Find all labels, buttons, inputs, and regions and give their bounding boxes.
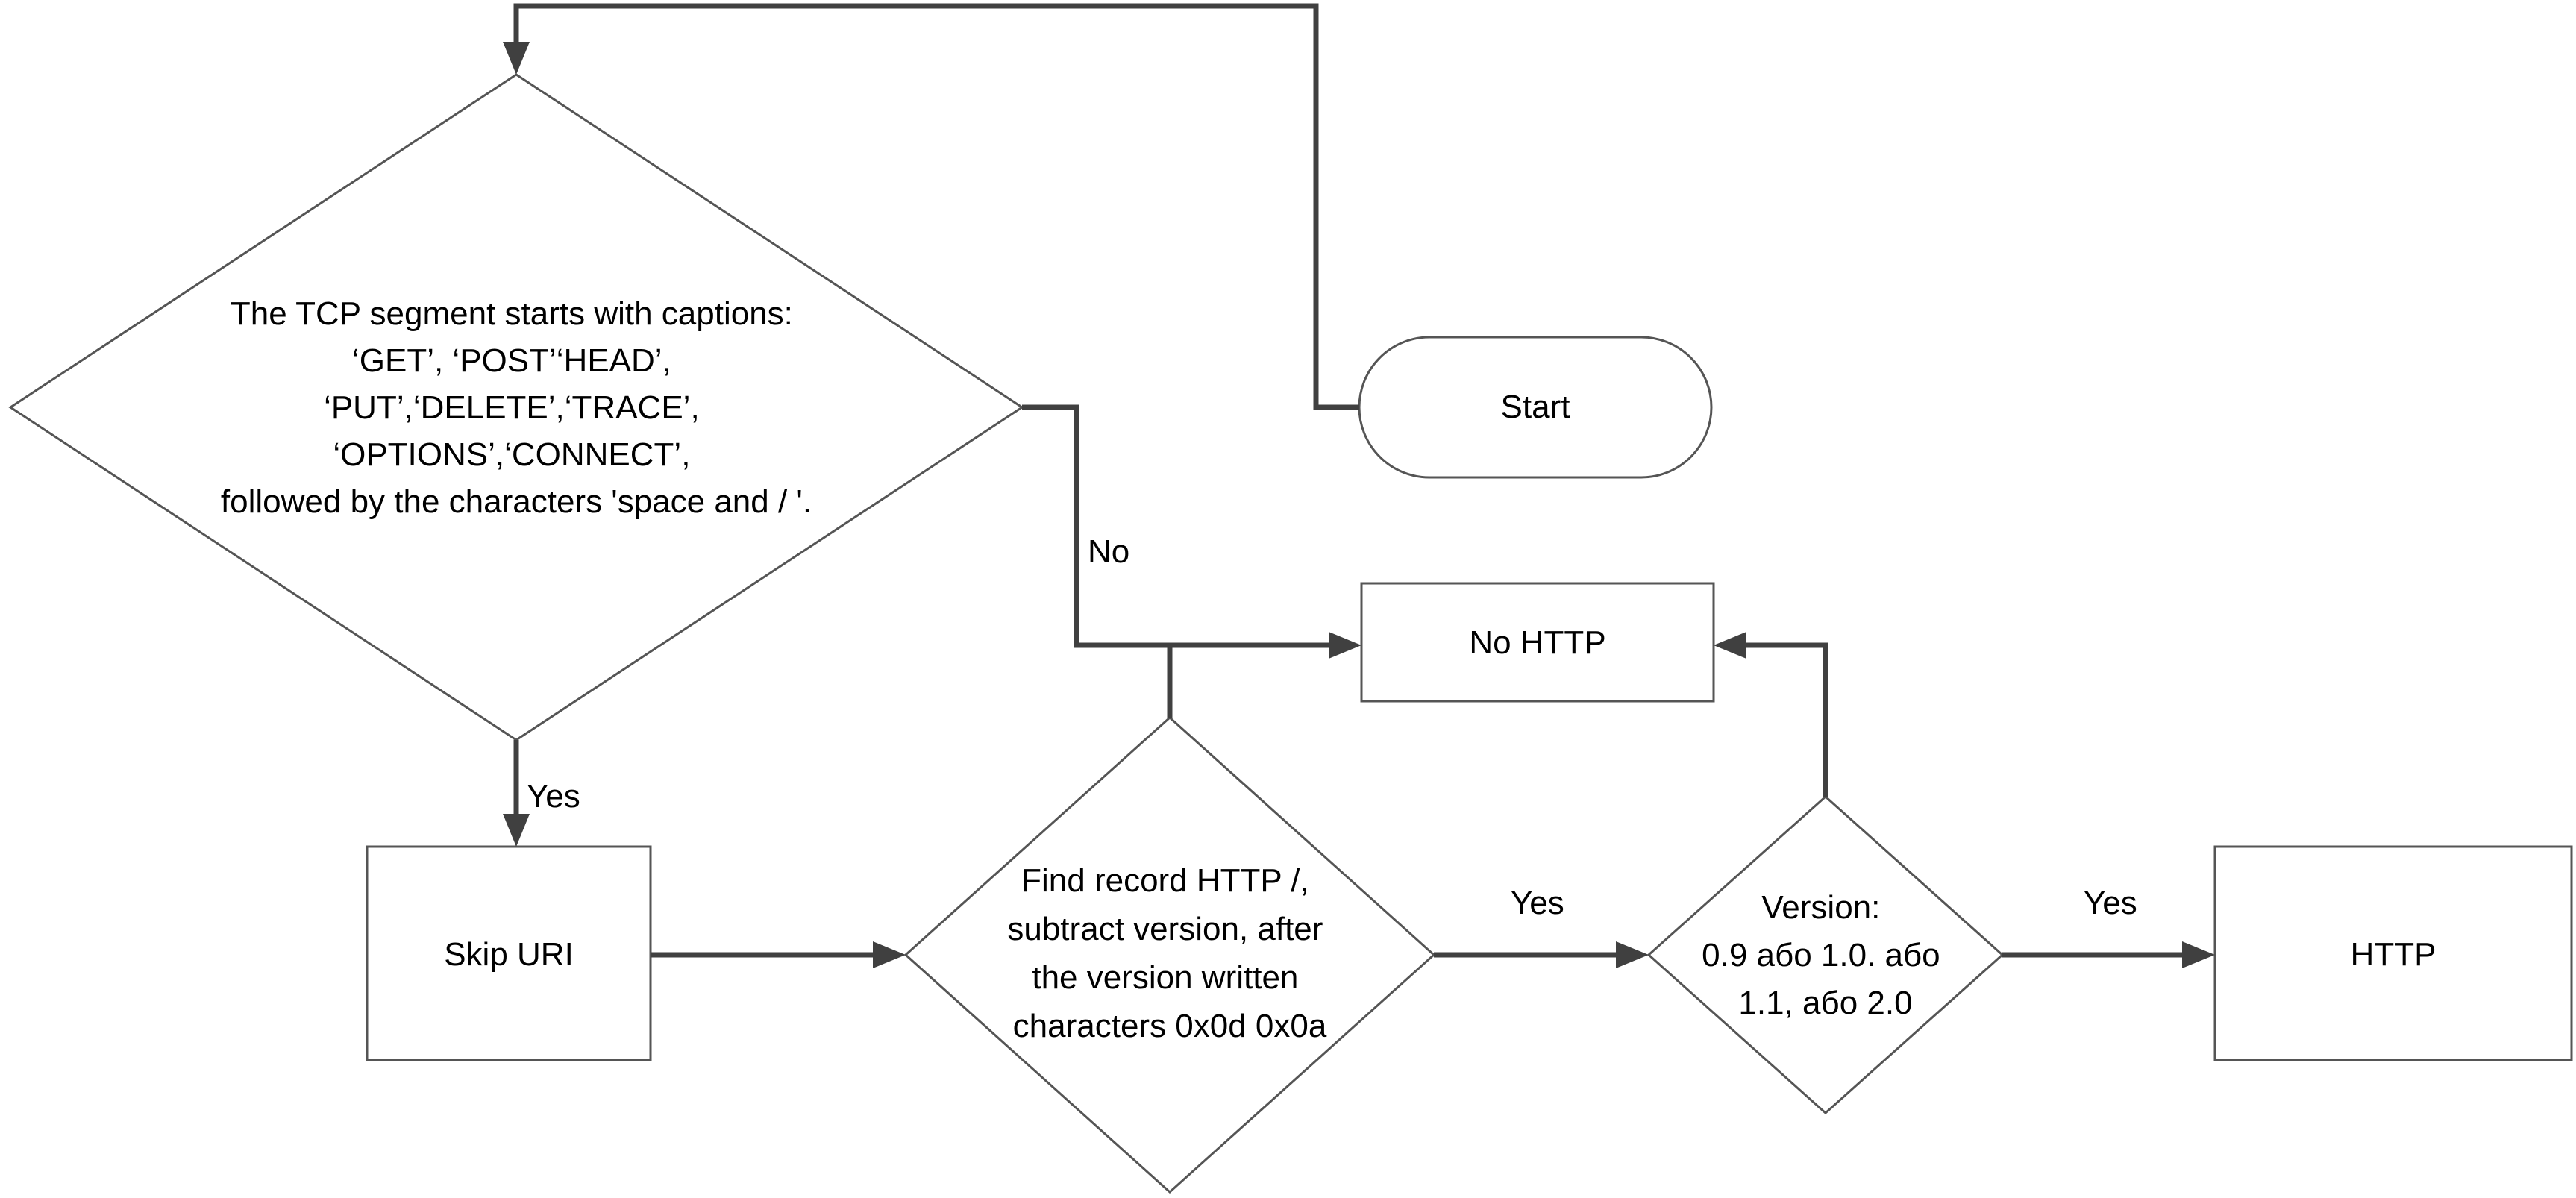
edge-label-version-yes: Yes (2084, 885, 2137, 921)
skip-uri-box (366, 845, 652, 1061)
start-label: Start (1501, 389, 1570, 425)
arrowhead-into-version (1616, 941, 1649, 968)
decision-methods-line-4: ‘OPTIONS’,‘CONNECT’, (333, 436, 690, 473)
http-label: HTTP (2351, 936, 2436, 973)
decision-methods-line-3: ‘PUT’,‘DELETE’,‘TRACE’, (324, 389, 700, 426)
decision-version-line-1: Version: (1761, 889, 1880, 926)
no-http-label: No HTTP (1469, 624, 1605, 661)
decision-methods-text: The TCP segment starts with captions: ‘G… (221, 295, 812, 520)
decision-record-text: Find record HTTP /, subtract version, af… (1007, 862, 1332, 1044)
decision-record-line-4: characters 0x0d 0x0a (1013, 1008, 1327, 1044)
decision-version-line-2: 0.9 або 1.0. або (1702, 937, 1940, 973)
arrowhead-into-skip-uri (503, 814, 530, 847)
decision-record-line-2: subtract version, after (1007, 911, 1323, 947)
connector-methods-no (1022, 404, 1329, 648)
decision-methods-line-5: followed by the characters 'space and / … (221, 483, 812, 520)
edge-label-methods-yes: Yes (527, 778, 580, 815)
decision-record-line-1: Find record HTTP /, (1021, 862, 1309, 899)
edge-label-methods-no: No (1088, 533, 1129, 570)
decision-find-record (903, 715, 1436, 1194)
http-line-1: HTTP (2351, 936, 2436, 973)
no-http-line-1: No HTTP (1469, 624, 1605, 661)
skip-uri-label: Skip URI (444, 936, 574, 973)
arrowhead-into-decision (503, 42, 530, 75)
connector-start-to-decision (513, 3, 1359, 410)
decision-version-line-3: 1.1, або 2.0 (1738, 985, 1912, 1021)
connector-version-no (1746, 642, 1828, 797)
decision-methods-line-1: The TCP segment starts with captions: (231, 295, 793, 332)
decision-record-line-3: the version written (1032, 959, 1298, 996)
decision-version (1646, 794, 2005, 1115)
skip-uri-line-1: Skip URI (444, 936, 574, 973)
http-box (2213, 845, 2573, 1061)
no-http-box (1360, 582, 1715, 703)
start-line-1: Start (1501, 389, 1570, 425)
arrowhead-into-record (873, 941, 906, 968)
decision-methods-line-2: ‘GET’, ‘POST’‘HEAD’, (352, 342, 671, 379)
arrowhead-into-no-http-right (1714, 632, 1746, 659)
edge-label-record-yes: Yes (1511, 885, 1564, 921)
decision-version-text: Version: 0.9 або 1.0. або 1.1, або 2.0 (1702, 889, 1949, 1021)
arrowhead-into-http (2182, 941, 2215, 968)
arrowhead-into-no-http-left (1329, 632, 1361, 659)
